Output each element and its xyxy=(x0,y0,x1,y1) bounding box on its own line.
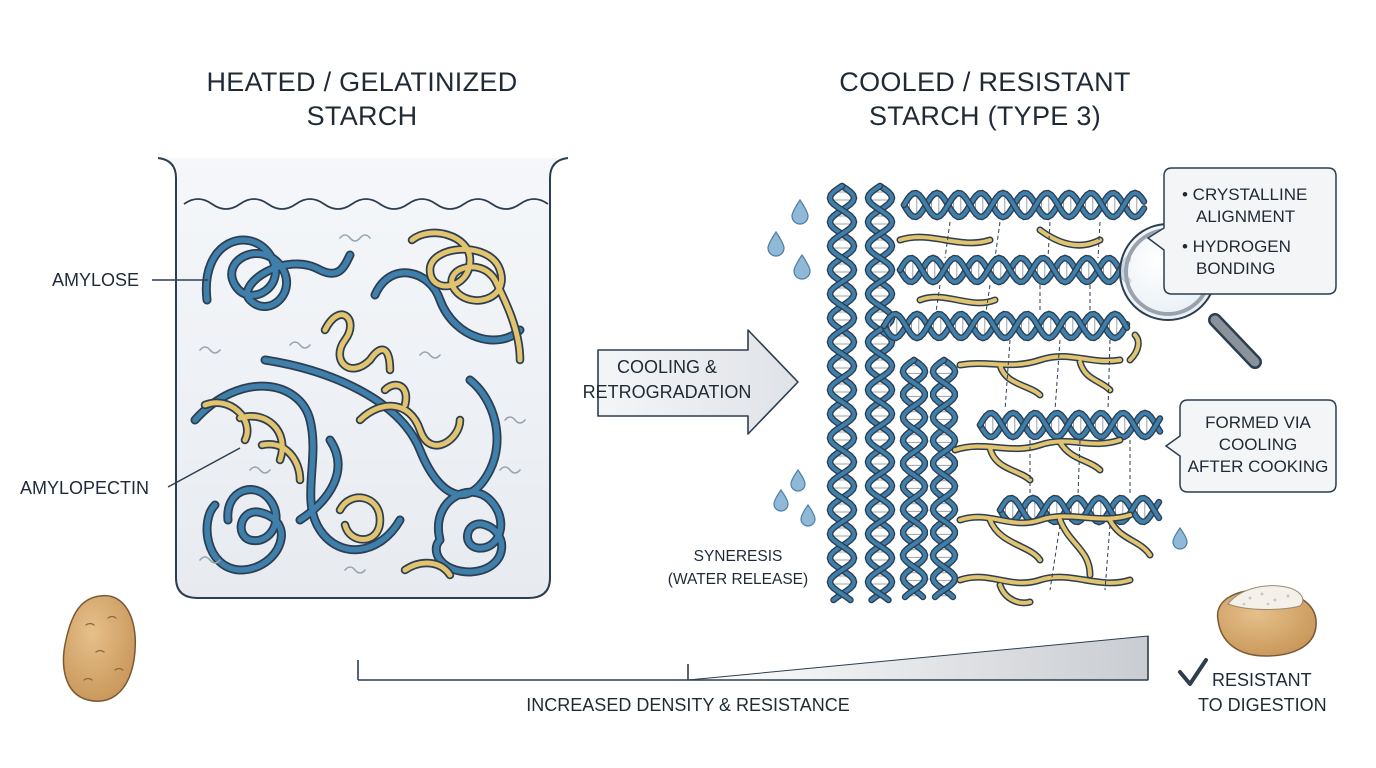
amylopectin-label: AMYLOPECTIN xyxy=(20,478,149,498)
callout-item1-line2: ALIGNMENT xyxy=(1196,207,1295,226)
syneresis-label-line2: (WATER RELEASE) xyxy=(668,571,808,588)
right-title-line1: COOLED / RESISTANT xyxy=(839,67,1130,97)
scale-label: INCREASED DENSITY & RESISTANCE xyxy=(526,695,849,715)
callout-crystalline: • CRYSTALLINE ALIGNMENT • HYDROGEN BONDI… xyxy=(1146,167,1337,295)
density-scale: INCREASED DENSITY & RESISTANCE xyxy=(357,635,1149,715)
callout-item2-line1: • HYDROGEN xyxy=(1182,237,1291,256)
raw-potato-icon xyxy=(62,594,136,702)
water-molecule-squiggles xyxy=(199,234,526,574)
double-helix xyxy=(864,182,896,604)
water-droplets xyxy=(767,198,1188,550)
result-line2: TO DIGESTION xyxy=(1198,695,1327,715)
double-helix xyxy=(900,189,1148,221)
arrow-label-line1: COOLING & xyxy=(617,357,717,377)
beaker xyxy=(157,157,569,599)
resistant-result: RESISTANT TO DIGESTION xyxy=(1178,658,1327,715)
callout-formed-via-cooling: FORMED VIA COOLING AFTER COOKING xyxy=(1164,399,1337,493)
amylose-label: AMYLOSE xyxy=(52,270,139,290)
callout-formed-line2: COOLING xyxy=(1219,435,1297,454)
left-title: HEATED / GELATINIZED STARCH xyxy=(206,67,517,131)
callout-formed-line1: FORMED VIA xyxy=(1205,413,1311,432)
amylose-strands xyxy=(190,235,525,577)
callout-item2-line2: BONDING xyxy=(1196,259,1275,278)
double-helix xyxy=(996,494,1163,526)
callout-formed-line3: AFTER COOKING xyxy=(1188,457,1329,476)
double-helix xyxy=(880,310,1131,342)
result-line1: RESISTANT xyxy=(1212,670,1312,690)
cooling-arrow: COOLING & RETROGRADATION xyxy=(583,329,799,435)
double-helix xyxy=(976,409,1164,441)
left-title-line1: HEATED / GELATINIZED xyxy=(206,67,517,97)
double-helix xyxy=(899,356,929,601)
arrow-label-line2: RETROGRADATION xyxy=(583,382,752,402)
right-title: COOLED / RESISTANT STARCH (TYPE 3) xyxy=(839,67,1130,131)
left-title-line2: STARCH xyxy=(307,101,418,131)
hydrogen-bond-lines xyxy=(935,221,1131,591)
cooked-potato-icon xyxy=(1216,585,1317,657)
double-helix-bundle xyxy=(826,182,1164,604)
water-surface xyxy=(183,198,549,210)
double-helix xyxy=(896,254,1132,286)
double-helix xyxy=(929,356,959,601)
amylopectin-strands xyxy=(200,228,525,580)
amylopectin-leader-line xyxy=(167,447,241,488)
double-helix xyxy=(826,182,858,604)
callout-item1-line1: • CRYSTALLINE xyxy=(1182,185,1307,204)
right-title-line2: STARCH (TYPE 3) xyxy=(869,101,1101,131)
checkmark-icon xyxy=(1178,658,1208,686)
syneresis-label-line1: SYNERESIS xyxy=(694,548,783,565)
